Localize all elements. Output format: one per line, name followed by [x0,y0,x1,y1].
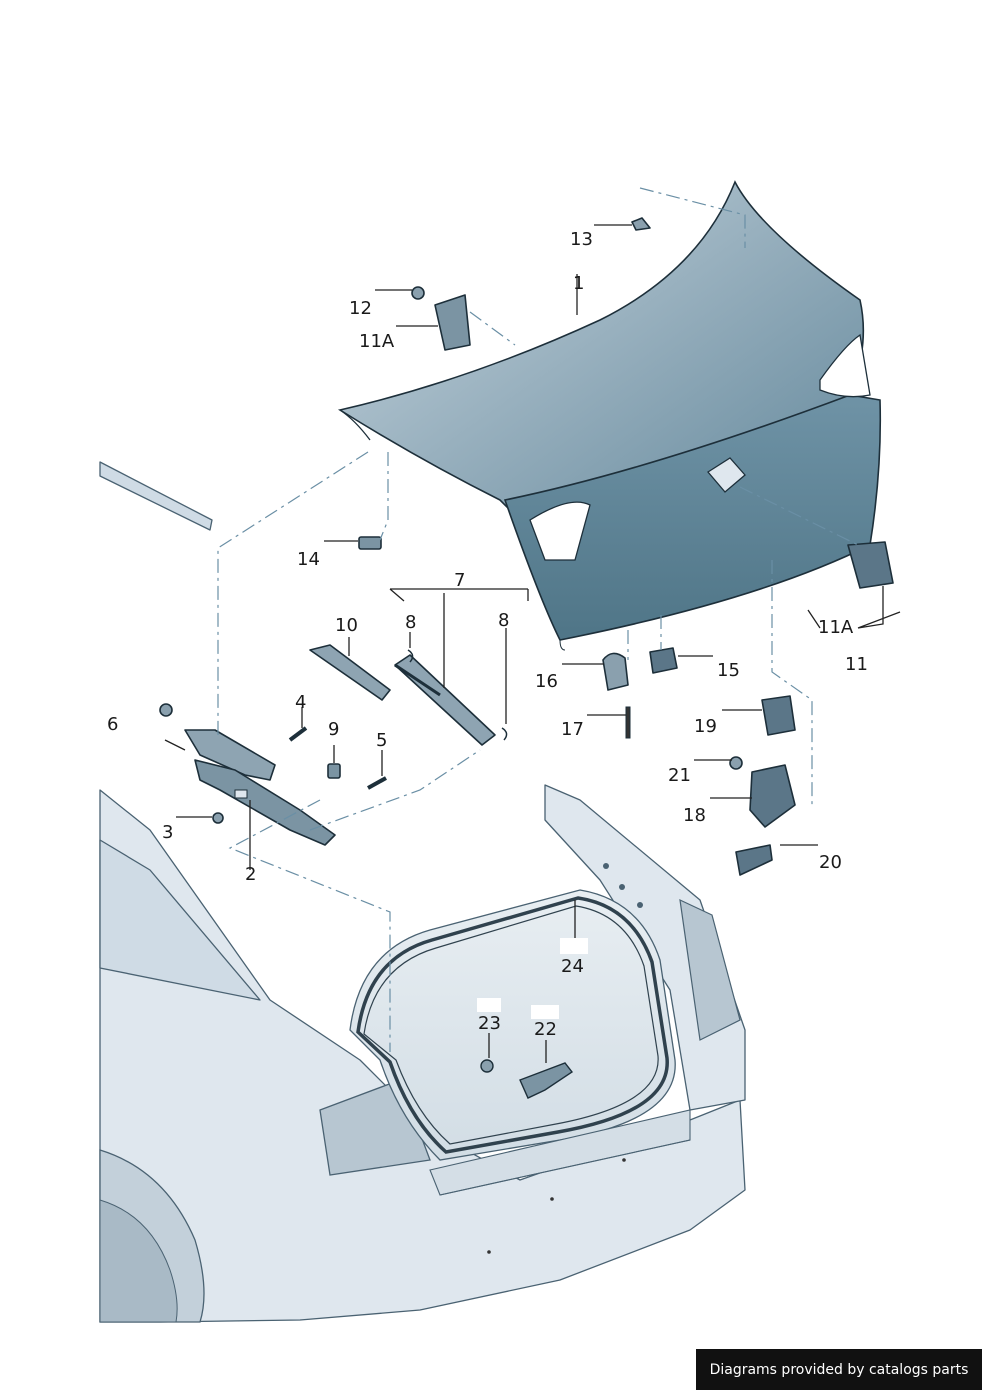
callout-10: 10 [335,615,358,636]
callout-3: 3 [162,822,173,843]
callout-21: 21 [668,765,691,786]
callout-23: 23 [478,1013,501,1034]
callout-24: 24 [561,956,584,977]
credit-text: Diagrams provided by catalogs parts [709,1361,969,1378]
callout-11: 11 [845,654,868,675]
callout-19: 19 [694,716,717,737]
callout-8a: 8 [405,612,416,633]
callout-14: 14 [297,549,320,570]
callout-11a-top: 11A [359,331,395,352]
callout-20: 20 [819,852,842,873]
callout-15: 15 [717,660,740,681]
hinge-cover [309,644,391,701]
callout-16: 16 [535,671,558,692]
callout-2: 2 [245,864,256,885]
callout-7: 7 [454,570,465,591]
callout-17: 17 [561,719,584,740]
callout-11a-right: 11A [818,617,854,638]
hinge-assembly [184,729,336,846]
callout-18: 18 [683,805,706,826]
callout-13: 13 [570,229,593,250]
gas-strut [394,654,496,746]
callout-1: 1 [573,273,584,294]
callout-22: 22 [534,1019,557,1040]
callout-9: 9 [328,719,339,740]
credit-footer: Diagrams provided by catalogs parts [696,1349,982,1390]
callout-5: 5 [376,730,387,751]
small-components [159,217,894,876]
leader-lines [164,224,901,1063]
callout-8b: 8 [498,610,509,631]
assembly-guides [217,187,859,1052]
callout-4: 4 [295,692,306,713]
callout-6: 6 [107,714,118,735]
trunk-lid [337,180,882,651]
car-body [99,461,746,1323]
callout-12: 12 [349,298,372,319]
callout-labels: 1 2 3 4 5 6 7 8 8 9 10 11 11A 11A 12 13 … [107,229,868,1040]
